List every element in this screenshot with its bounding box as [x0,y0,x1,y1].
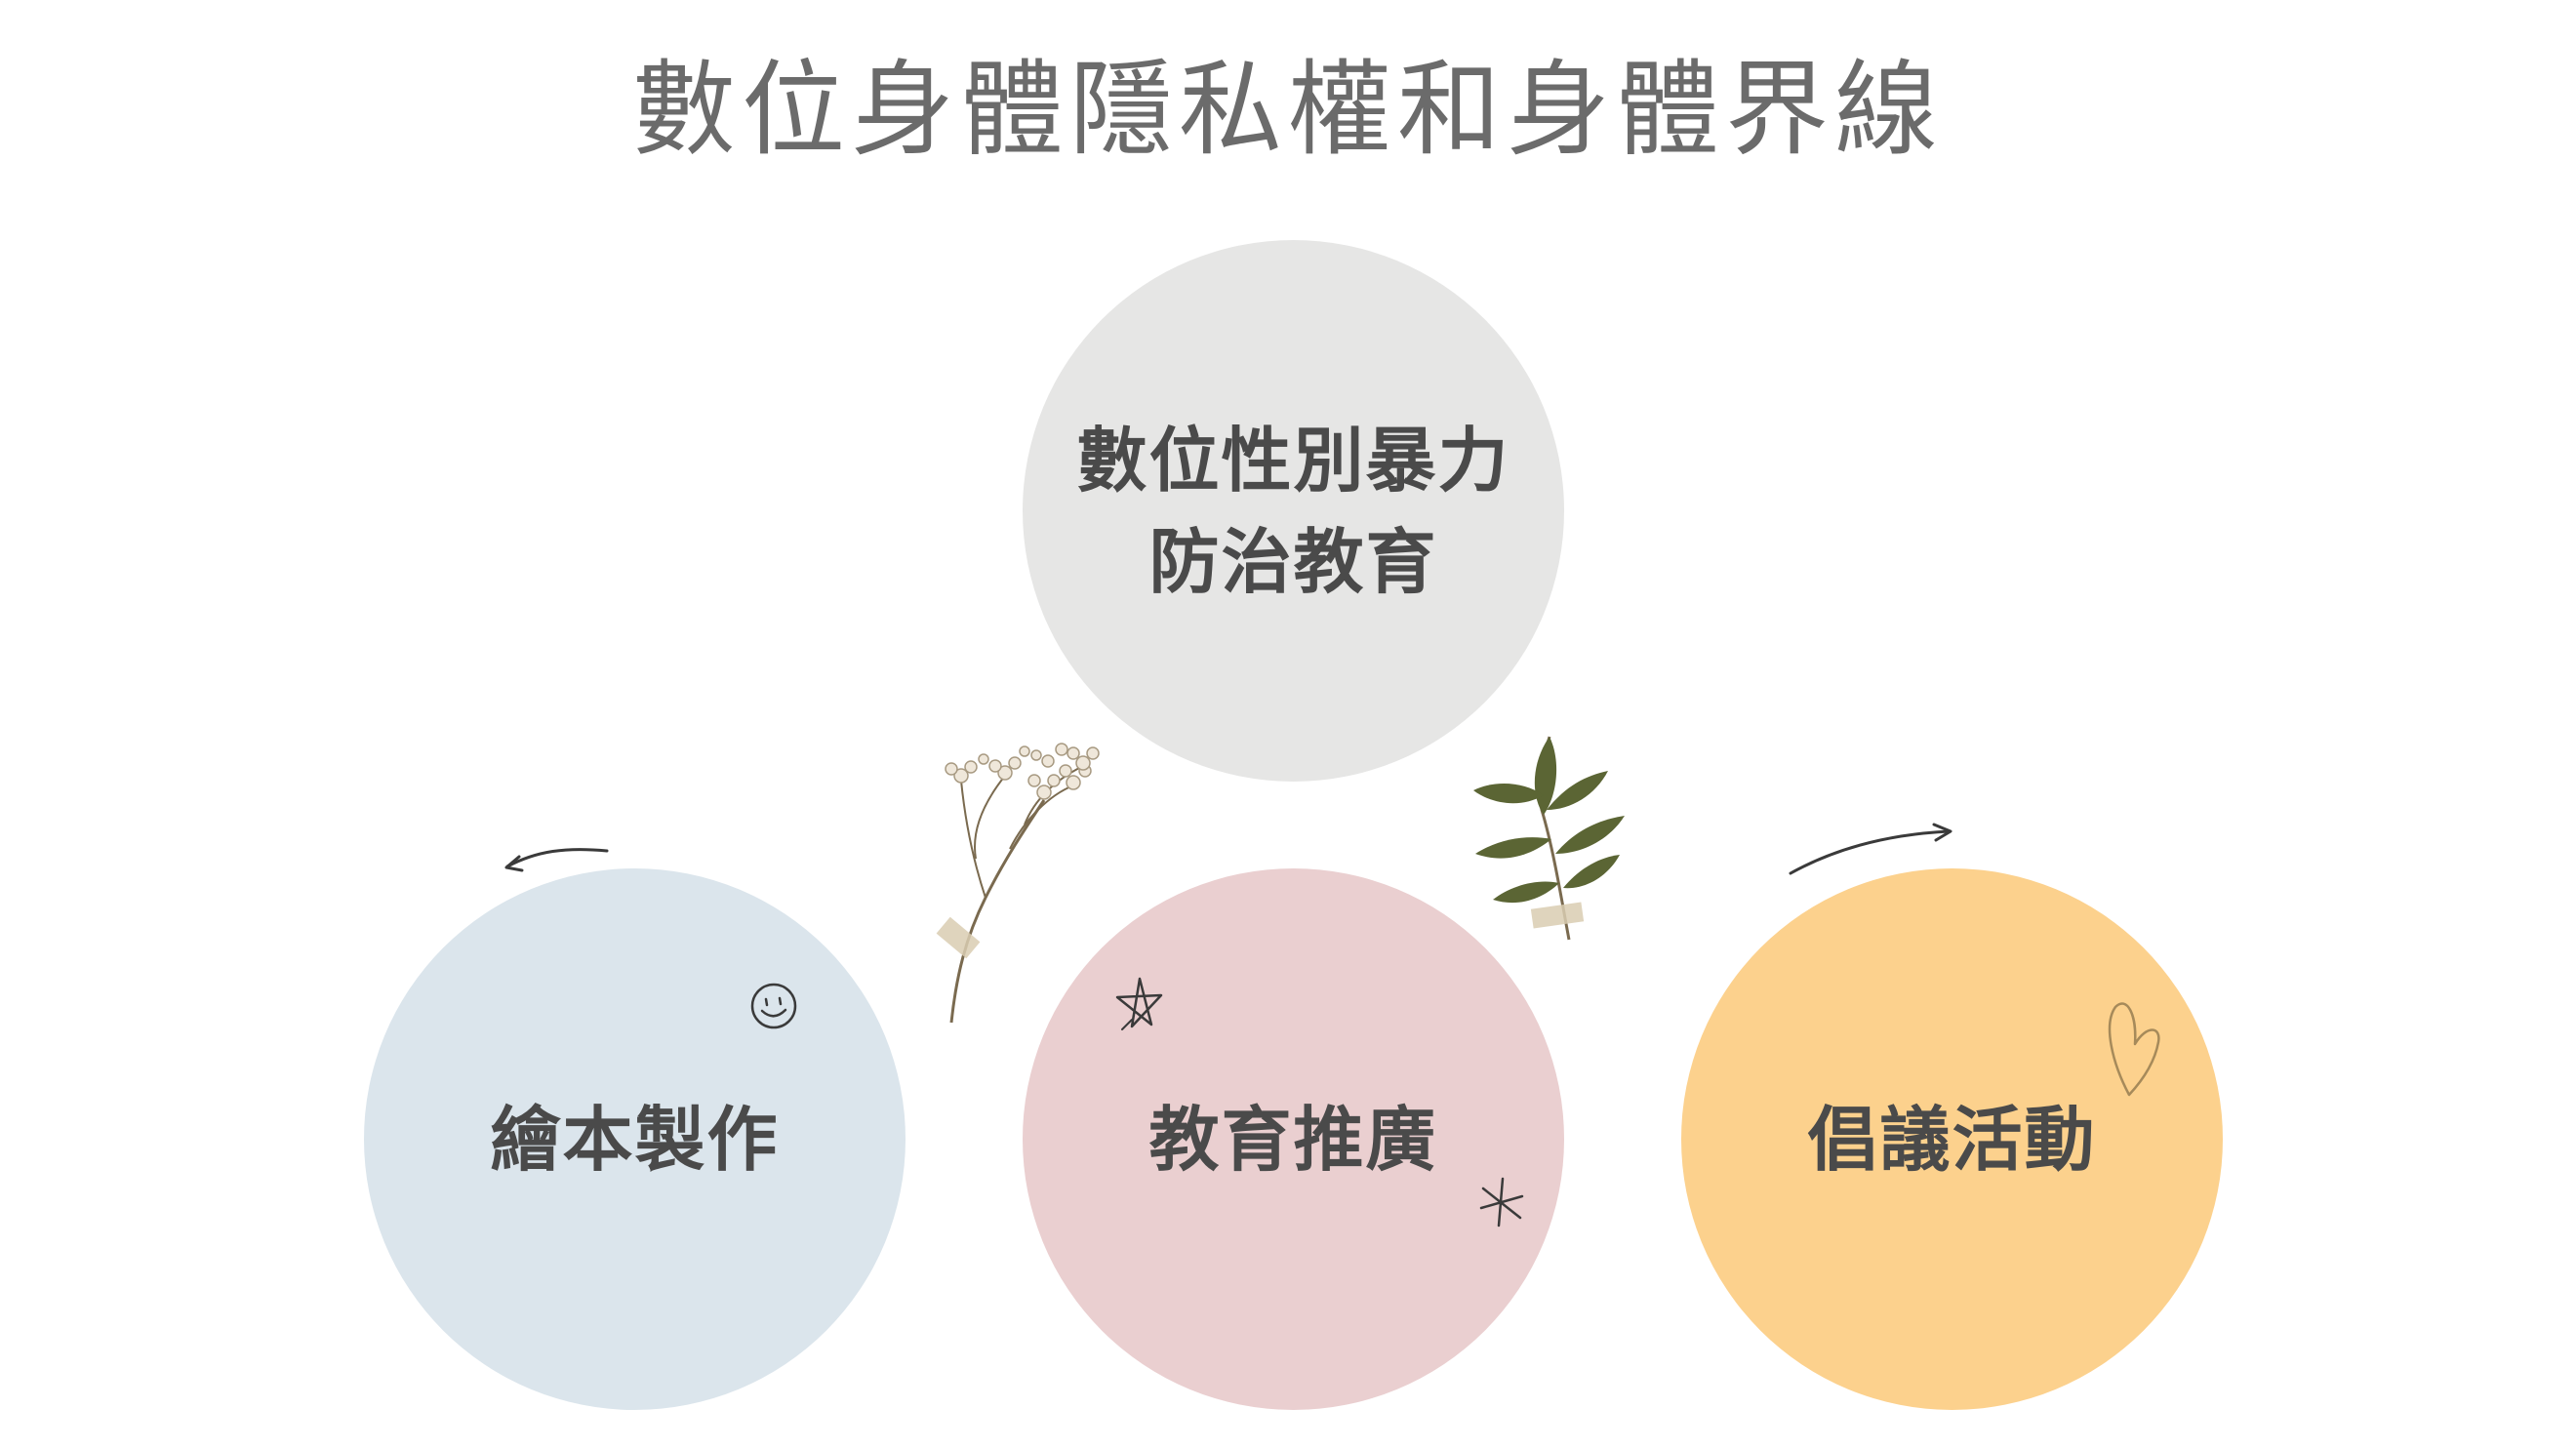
curved-arrow-right-icon [1789,823,1952,875]
circle-right-label: 倡議活動 [1807,1098,2097,1181]
curved-arrow-left-icon [504,848,609,872]
leaf-branch-icon [1473,736,1625,941]
circle-middle-label: 教育推廣 [1148,1098,1438,1181]
circle-middle: 教育推廣 [1023,868,1564,1410]
circle-right: 倡議活動 [1681,868,2223,1410]
circle-top: 數位性別暴力 防治教育 [1023,240,1564,782]
circle-top-label: 數位性別暴力 防治教育 [1076,419,1510,603]
page-title: 數位身體隱私權和身體界線 [632,50,1944,170]
circle-left-label: 繪本製作 [490,1098,780,1181]
circle-left: 繪本製作 [364,868,906,1410]
